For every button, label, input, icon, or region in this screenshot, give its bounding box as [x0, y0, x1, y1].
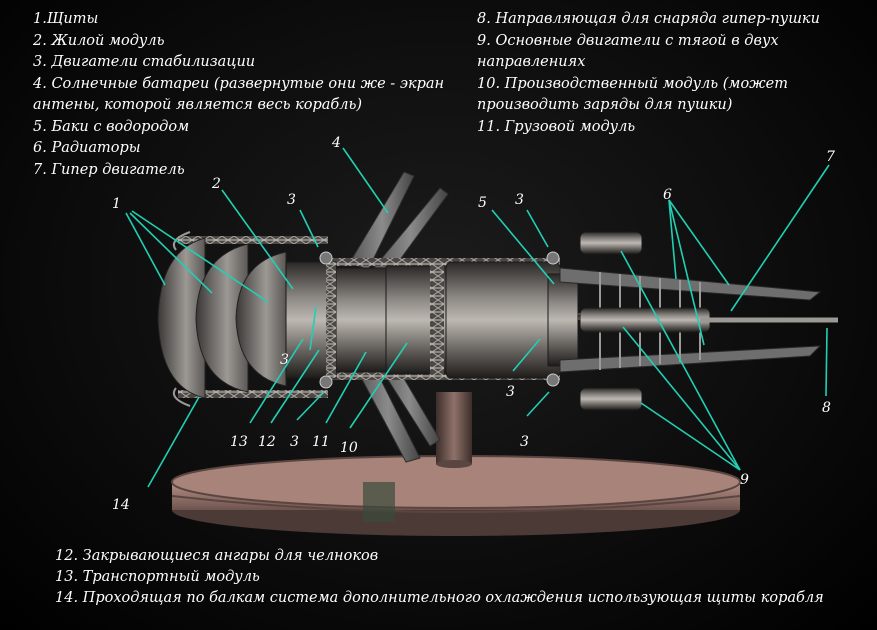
legend-item: 13. Транспортный модуль: [55, 569, 260, 585]
legend-item: 10. Производственный модуль (может: [477, 75, 788, 92]
legend-item: 1.Щиты: [33, 11, 99, 27]
shield-domes: [157, 231, 287, 407]
legend-item: 11. Грузовой модуль: [477, 118, 636, 135]
legend-right: 8. Направляющая для снаряда гипер-пушки …: [477, 9, 820, 138]
legend-item: 5. Баки с водородом: [33, 118, 190, 135]
callout-numbers: 1 2 3 3 3 3 3 3 4 5 6 7 8 9 10 11 12 13 …: [112, 135, 835, 513]
callout-11: 11: [312, 434, 330, 450]
legend-item: 12. Закрывающиеся ангары для челноков: [55, 548, 379, 564]
callout-8: 8: [822, 400, 831, 416]
callout-3: 3: [287, 192, 296, 208]
callout-10: 10: [340, 440, 358, 456]
callout-9: 9: [740, 472, 749, 488]
callout-2: 2: [211, 176, 221, 192]
legend-item: 8. Направляющая для снаряда гипер-пушки: [477, 11, 820, 27]
main-engines: [579, 231, 711, 411]
callout-12: 12: [258, 434, 276, 450]
legend-bottom: 12. Закрывающиеся ангары для челноков 13…: [55, 546, 824, 609]
callout-4: 4: [331, 135, 341, 151]
legend-item: 9. Основные двигатели с тягой в двух: [477, 32, 779, 49]
callout-5: 5: [478, 195, 487, 211]
legend-item: производить заряды для пушки): [477, 97, 733, 113]
legend-item: 7. Гипер двигатель: [33, 161, 185, 178]
callout-6: 6: [663, 187, 672, 203]
legend-item: 3. Двигатели стабилизации: [33, 54, 256, 70]
legend-item: направлениях: [477, 54, 586, 70]
callout-7: 7: [826, 149, 835, 165]
leader-lines: [125, 147, 830, 488]
callout-3: 3: [520, 434, 529, 450]
legend-item: антены, которой является весь корабль): [33, 97, 363, 113]
display-stand: [171, 392, 741, 536]
legend-item: 4. Солнечные батареи (развернутые они же…: [33, 75, 445, 92]
legend-item: 14. Проходящая по балкам система дополни…: [55, 590, 824, 606]
legend-left: 1.Щиты 2. Жилой модуль 3. Двигатели стаб…: [33, 9, 444, 181]
callout-1: 1: [112, 196, 121, 212]
callout-13: 13: [230, 434, 248, 450]
callout-3: 3: [280, 352, 289, 368]
callout-3: 3: [506, 384, 515, 400]
ship-body: [285, 251, 579, 389]
legend-item: 6. Радиаторы: [33, 140, 141, 156]
callout-3: 3: [515, 192, 524, 208]
legend-item: 2. Жилой модуль: [33, 32, 165, 49]
callout-3: 3: [290, 434, 299, 450]
callout-14: 14: [112, 497, 130, 513]
